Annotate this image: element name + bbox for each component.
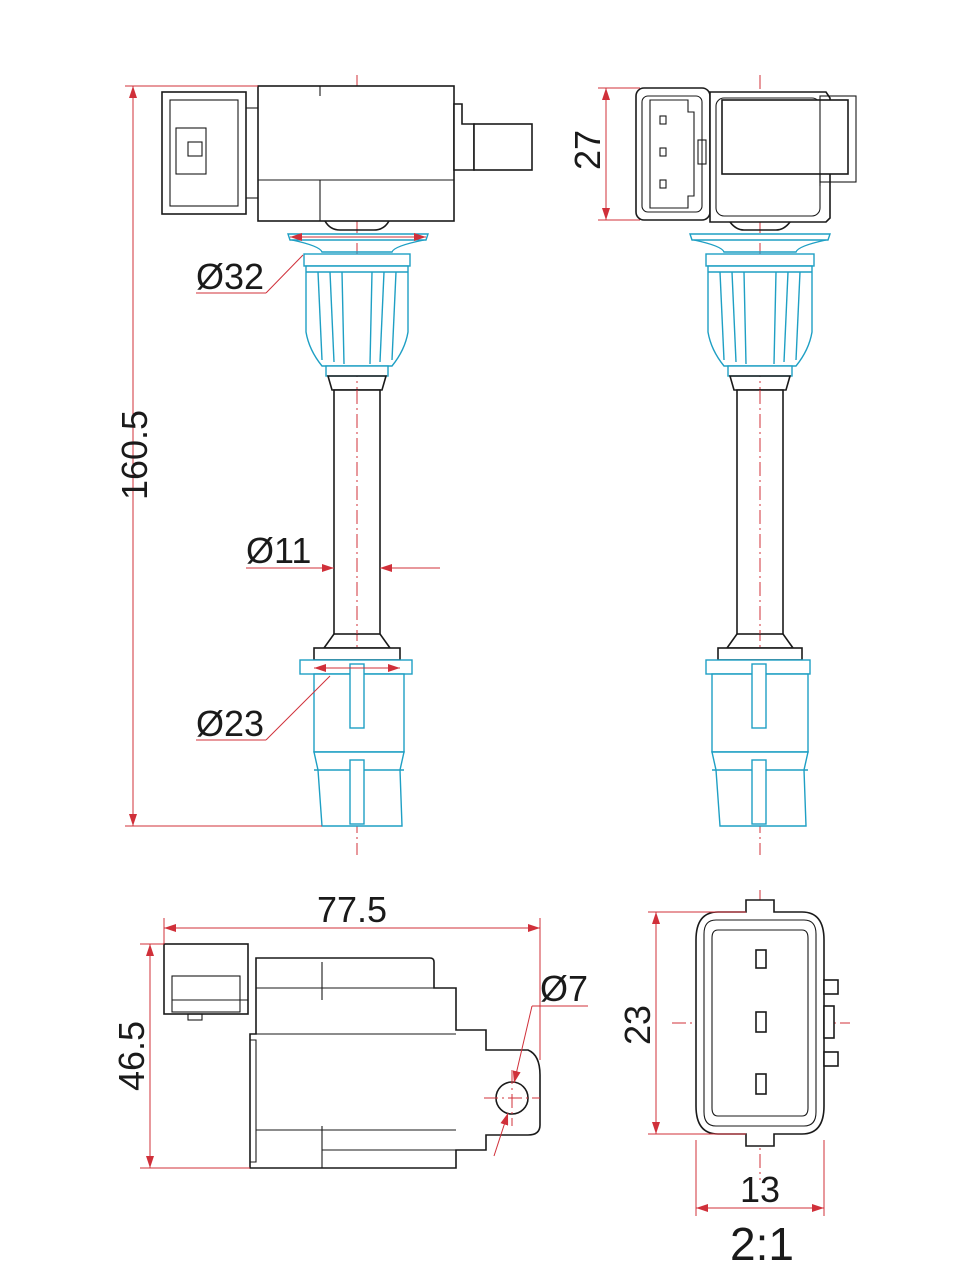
connector-face-dimensions	[648, 911, 825, 1216]
side-view	[635, 75, 857, 855]
label-hole-diameter: Ø7	[540, 968, 588, 1009]
front-view-dimensions	[125, 85, 440, 827]
label-head-width: 77.5	[317, 889, 387, 930]
label-scale: 2:1	[730, 1218, 794, 1270]
label-connector-face-height: 23	[617, 1005, 658, 1045]
label-total-length: 160.5	[114, 410, 155, 500]
label-boot-diameter: Ø32	[196, 256, 264, 297]
label-tube-diameter: Ø11	[246, 530, 311, 571]
label-connector-height: 27	[567, 130, 608, 170]
label-head-height: 46.5	[111, 1021, 152, 1091]
side-view-dimensions	[598, 87, 640, 221]
top-view	[163, 943, 541, 1169]
front-view	[161, 75, 533, 855]
label-tip-diameter: Ø23	[196, 703, 264, 744]
connector-face-view	[672, 890, 850, 1180]
top-view-dimensions	[140, 918, 588, 1169]
label-connector-face-width: 13	[740, 1169, 780, 1210]
